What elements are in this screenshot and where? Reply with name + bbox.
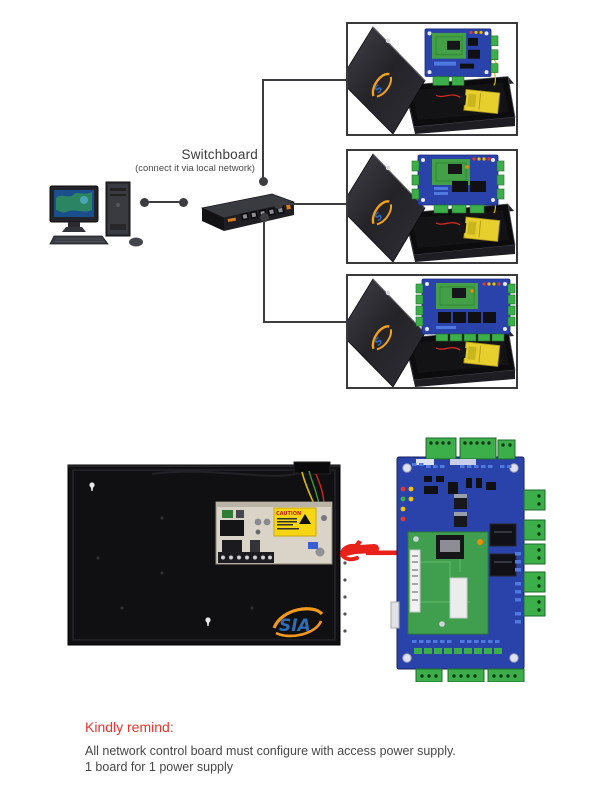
network-cable-line [144, 201, 183, 203]
terminal-blocks-bottom [415, 668, 525, 682]
note-line-1: All network control board must configure… [85, 744, 456, 758]
terminal-blocks-top [425, 437, 516, 460]
network-control-board-photo [390, 437, 546, 682]
desktop-computer-icon [49, 181, 143, 247]
access-control-kit-photo-3 [346, 274, 518, 389]
network-cable-line [262, 79, 347, 81]
control-board-metal-case-kit-icon [348, 277, 516, 387]
network-cable-line [263, 321, 347, 323]
control-board-metal-case-kit-icon [348, 152, 516, 262]
caution-label: CAUTION [273, 507, 317, 537]
note-title: Kindly remind: [85, 719, 174, 735]
psu-circuit-board: CAUTION [215, 501, 333, 565]
tcpip-module [407, 531, 489, 635]
junction-dot [179, 198, 188, 207]
access-power-supply-box-photo: CAUTION SIA [67, 461, 347, 646]
switchboard-sublabel: (connect it via local network) [135, 163, 255, 174]
control-board-metal-case-kit-icon [348, 25, 516, 134]
svg-text:CAUTION: CAUTION [276, 511, 301, 517]
red-hand-pointer-icon [340, 540, 408, 562]
brand-logo: SIA [272, 607, 324, 638]
status-leds [400, 486, 414, 522]
junction-dot [259, 177, 268, 186]
switchboard-label: Switchboard [181, 147, 258, 162]
network-cable-line [263, 217, 265, 323]
network-switch-icon [200, 193, 296, 231]
access-control-kit-photo-2 [346, 149, 518, 264]
network-cable-line [278, 203, 347, 205]
network-cable-line [262, 79, 264, 183]
note-line-2: 1 board for 1 power supply [85, 760, 234, 774]
svg-text:SIA: SIA [279, 616, 311, 636]
keyhole-mount [89, 482, 211, 626]
access-control-kit-photo-1 [346, 22, 518, 136]
terminal-blocks-right [523, 489, 546, 617]
